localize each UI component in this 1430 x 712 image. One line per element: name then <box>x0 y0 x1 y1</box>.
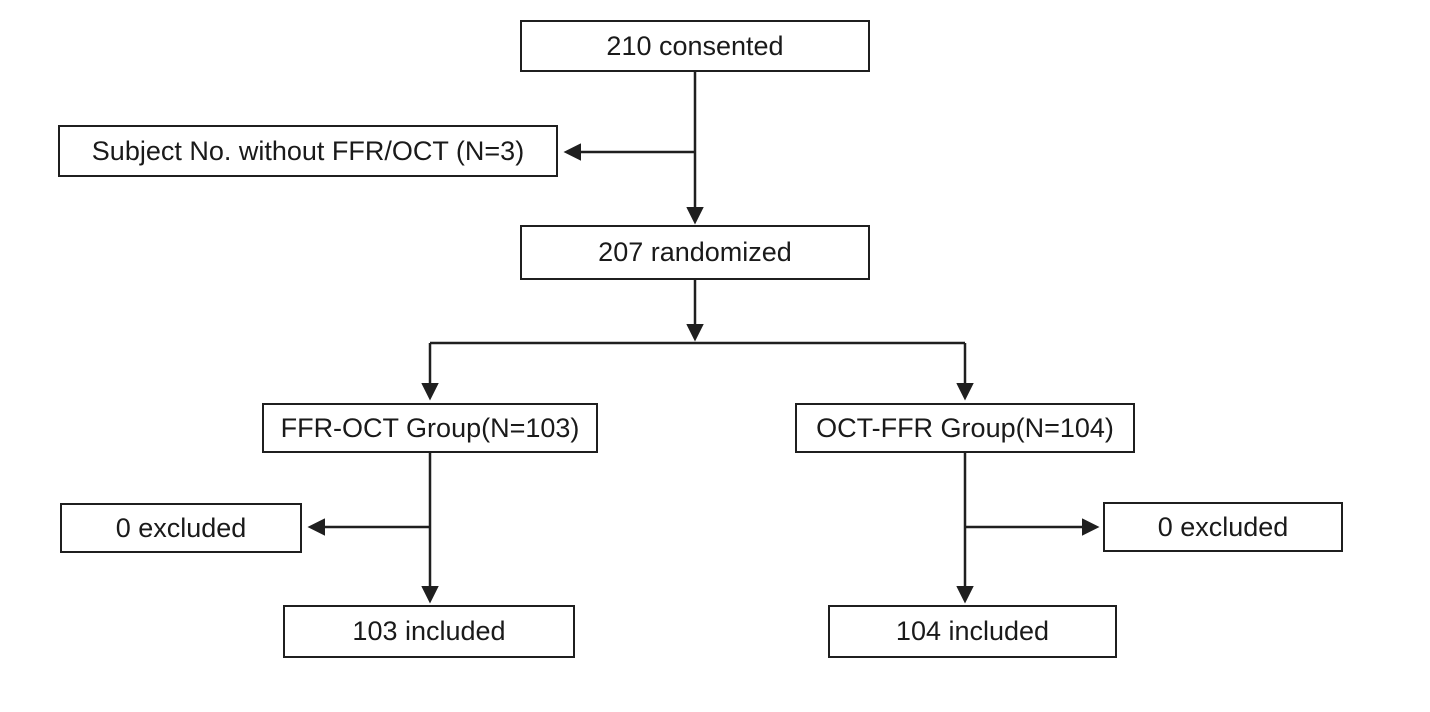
ffr-oct-included-label: 103 included <box>352 616 506 646</box>
oct-ffr-included-box: 104 included <box>828 605 1117 658</box>
ffr-oct-group-label: FFR-OCT Group(N=103) <box>280 412 580 443</box>
oct-ffr-excluded-box: 0 excluded <box>1103 502 1343 552</box>
oct-ffr-included-label: 104 included <box>895 616 1050 646</box>
consented-box: 210 consented <box>520 20 870 72</box>
oct-ffr-excluded-label: 0 excluded <box>1157 511 1289 542</box>
ffr-oct-excluded-label: 0 excluded <box>115 512 247 543</box>
ffr-oct-included-box: 103 included <box>283 605 575 658</box>
oct-ffr-group-box: OCT-FFR Group(N=104) <box>795 403 1135 453</box>
no-ffr-oct-label: Subject No. without FFR/OCT (N=3) <box>91 135 525 166</box>
ffr-oct-group-box: FFR-OCT Group(N=103) <box>262 403 598 453</box>
consented-label: 210 consented <box>606 30 784 61</box>
randomized-label: 207 randomized <box>598 237 792 267</box>
ffr-oct-excluded-box: 0 excluded <box>60 503 302 553</box>
randomized-box: 207 randomized <box>520 225 870 280</box>
oct-ffr-group-label: OCT-FFR Group(N=104) <box>816 412 1114 443</box>
no-ffr-oct-box: Subject No. without FFR/OCT (N=3) <box>58 125 558 177</box>
